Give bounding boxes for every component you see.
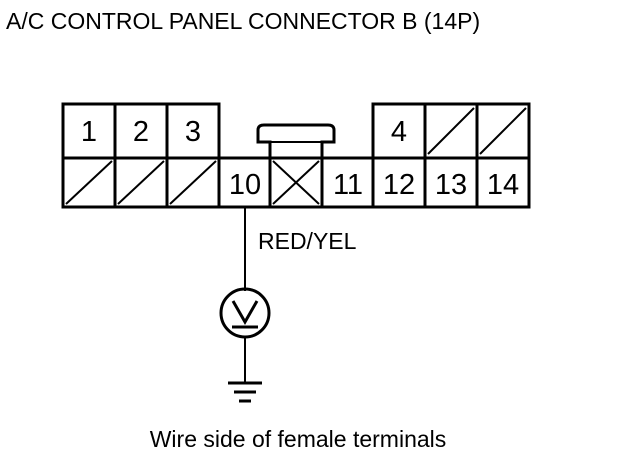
pin-12: 12 bbox=[383, 169, 415, 201]
empty-cavity bbox=[427, 107, 475, 155]
diagram-title: A/C CONTROL PANEL CONNECTOR B (14P) bbox=[6, 8, 480, 34]
voltmeter-icon bbox=[219, 287, 271, 339]
pin-14: 14 bbox=[487, 169, 519, 201]
pin-1: 1 bbox=[81, 116, 97, 148]
lock-tab bbox=[256, 123, 336, 158]
pin-2: 2 bbox=[133, 116, 149, 148]
pin-11: 11 bbox=[333, 169, 363, 201]
pin-4: 4 bbox=[391, 116, 407, 148]
empty-cavity bbox=[169, 160, 217, 205]
empty-cavity bbox=[65, 160, 113, 205]
pin-10: 10 bbox=[229, 169, 261, 201]
wire-color-label: RED/YEL bbox=[258, 228, 357, 254]
diagram-caption: Wire side of female terminals bbox=[150, 426, 447, 452]
pin-3: 3 bbox=[185, 116, 201, 148]
ground-icon bbox=[228, 381, 262, 403]
pin-13: 13 bbox=[435, 169, 467, 201]
empty-cavity bbox=[117, 160, 165, 205]
connector-b: 1 2 3 4 10 11 12 13 14 bbox=[61, 102, 531, 209]
empty-cavity bbox=[479, 107, 527, 155]
